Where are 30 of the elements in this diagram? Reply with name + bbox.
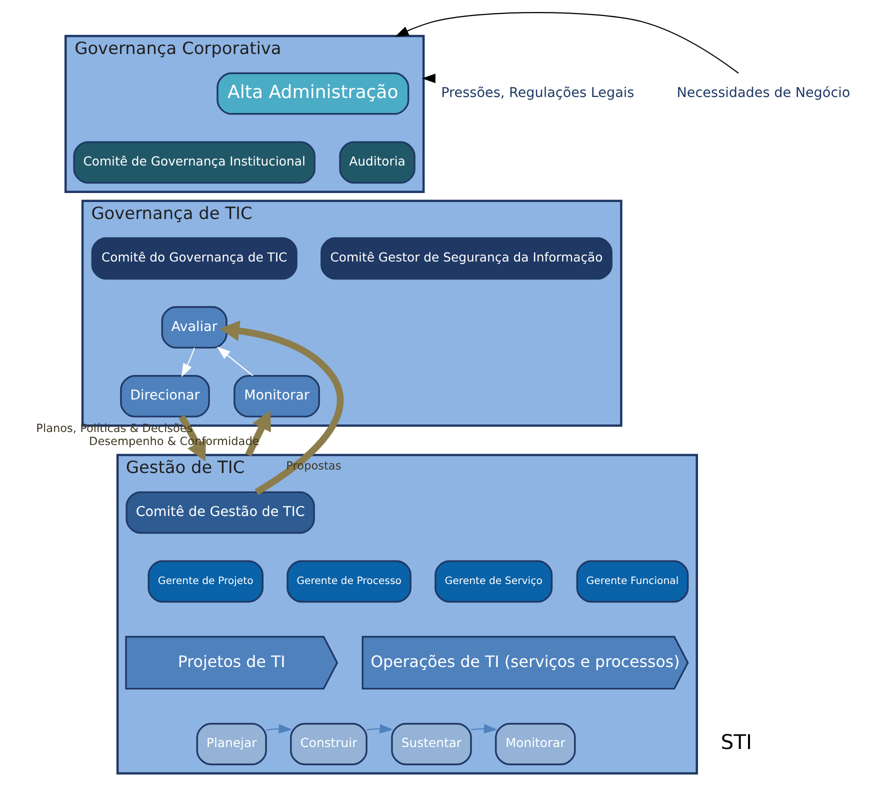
- node-box: Monitorar: [234, 375, 320, 418]
- arrow: [422, 74, 436, 84]
- node-text: Necessidades de Negócio: [676, 85, 850, 102]
- node-box: Comitê de Gestão de TIC: [126, 491, 315, 534]
- node-box: Sustentar: [391, 722, 472, 766]
- arrow: [266, 724, 292, 734]
- node-box: Gerente Funcional: [576, 560, 689, 603]
- node-box: Auditoria: [339, 141, 416, 184]
- arrow: [471, 724, 498, 734]
- node-box: Alta Administração: [216, 72, 410, 115]
- arrow: [366, 724, 394, 734]
- arrow: [181, 348, 195, 378]
- node-box: Comitê de Governança Institucional: [73, 141, 316, 184]
- arrow: [395, 12, 739, 74]
- arrow: [220, 320, 344, 496]
- arrow: [245, 410, 271, 456]
- node-box: Comitê Gestor de Segurança da Informação: [320, 237, 612, 280]
- arrow: [216, 346, 254, 376]
- arrow: [178, 414, 206, 462]
- node-box: Monitorar: [495, 722, 576, 766]
- node-box: Planejar: [196, 722, 267, 766]
- node-box: Avaliar: [161, 306, 228, 349]
- node-text: Pressões, Regulações Legais: [441, 85, 634, 102]
- label: STI: [720, 730, 752, 754]
- node-box: Comitê do Governança de TIC: [91, 237, 298, 280]
- node-box: Construir: [290, 722, 368, 766]
- node-box: Gerente de Serviço: [434, 560, 553, 603]
- node-box: Direcionar: [120, 375, 210, 418]
- node-box: Gerente de Projeto: [148, 560, 264, 603]
- node-box: Gerente de Processo: [286, 560, 412, 603]
